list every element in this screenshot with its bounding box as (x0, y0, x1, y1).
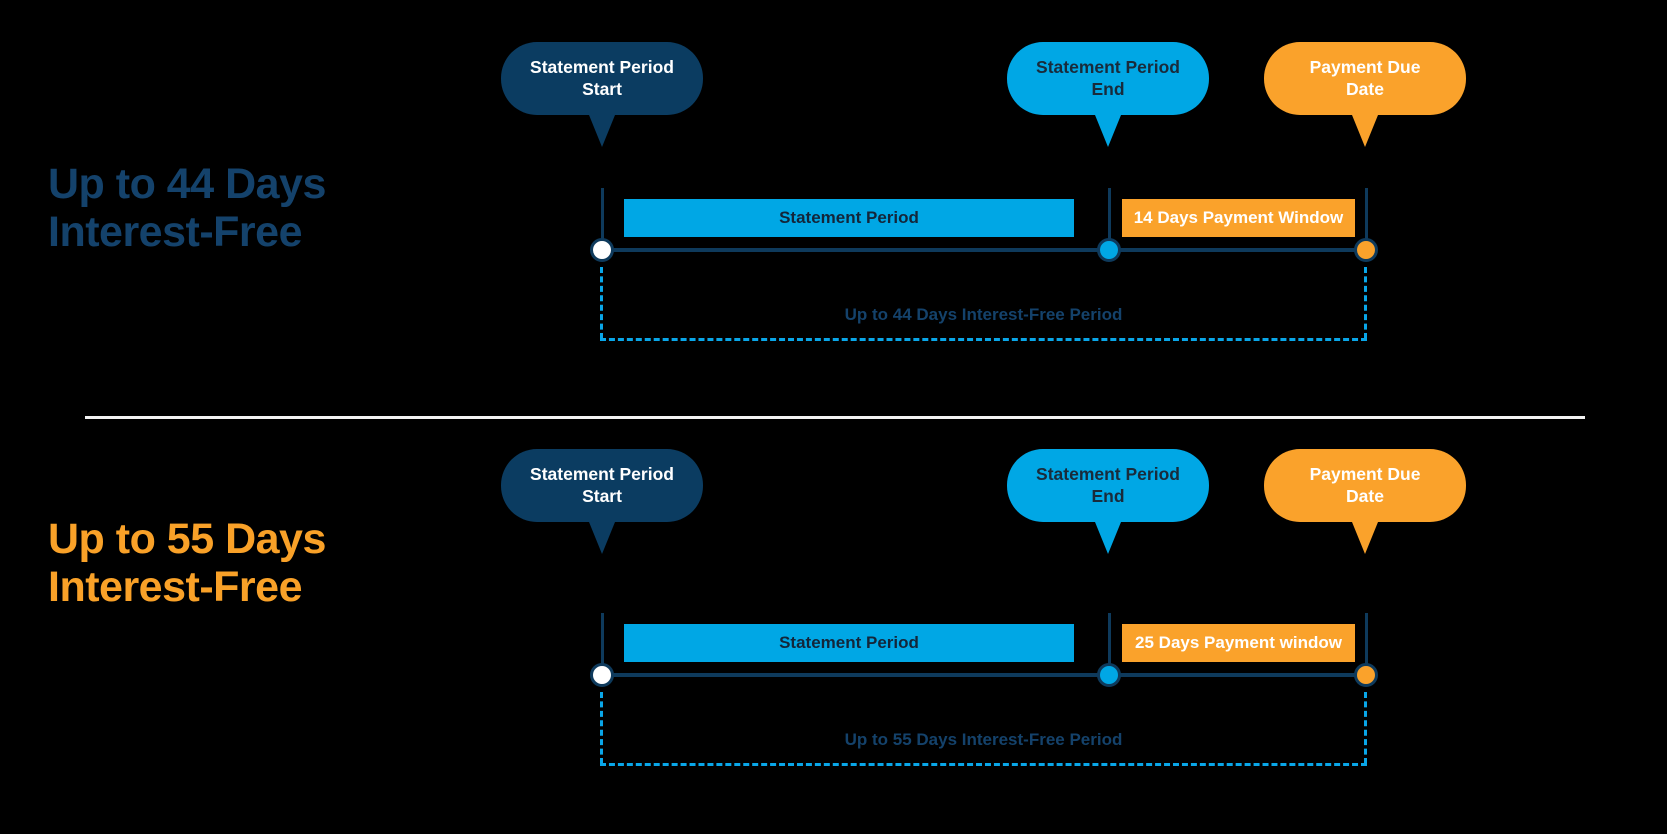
callout-label: Statement Period Start (530, 57, 674, 99)
callout-payment-due-date: Payment Due Date (1264, 42, 1466, 147)
bar-label: Statement Period (779, 633, 919, 652)
bar-label: Statement Period (779, 208, 919, 227)
payment-due-date-node (1354, 238, 1378, 262)
bar-payment-window: 14 Days Payment Window (1122, 199, 1355, 237)
heading-55-days: Up to 55 Days Interest-Free (48, 515, 326, 612)
callout-label: Statement Period Start (530, 464, 674, 506)
bracket-bottom-edge (600, 763, 1367, 766)
bracket-label-44-days: Up to 44 Days Interest-Free Period (844, 305, 1123, 324)
bracket-right-edge (1364, 692, 1367, 764)
statement-period-start-node (590, 663, 614, 687)
section-divider (85, 416, 1585, 419)
bar-label: 14 Days Payment Window (1133, 208, 1344, 227)
callout-payment-due-date: Payment Due Date (1264, 449, 1466, 554)
callout-statement-period-end: Statement Period End (1007, 449, 1209, 554)
tick-payment-due-date (1365, 188, 1368, 250)
callout-tail-icon (1095, 115, 1121, 147)
bar-statement-period: Statement Period (624, 199, 1074, 237)
timeline-axis (595, 248, 1372, 252)
payment-due-date-node (1354, 663, 1378, 687)
callout-tail-icon (1352, 522, 1378, 554)
tick-payment-due-date (1365, 613, 1368, 675)
statement-period-end-node (1097, 238, 1121, 262)
section-55-days: Up to 55 Days Interest-Free Statement Pe… (0, 417, 1667, 834)
timeline-axis (595, 673, 1372, 677)
callout-tail-icon (1352, 115, 1378, 147)
bar-label: 25 Days Payment window (1135, 633, 1342, 652)
callout-statement-period-start: Statement Period Start (501, 449, 703, 554)
callout-label: Payment Due Date (1309, 57, 1421, 99)
tick-statement-period-start (601, 613, 604, 675)
heading-44-days: Up to 44 Days Interest-Free (48, 160, 326, 257)
bar-payment-window: 25 Days Payment window (1122, 624, 1355, 662)
callout-statement-period-end: Statement Period End (1007, 42, 1209, 147)
callout-label: Statement Period End (1036, 57, 1180, 99)
bracket-right-edge (1364, 267, 1367, 339)
bar-statement-period: Statement Period (624, 624, 1074, 662)
callout-label: Payment Due Date (1309, 464, 1421, 506)
bracket-bottom-edge (600, 338, 1367, 341)
bracket-left-edge (600, 267, 603, 339)
bracket-label-55-days: Up to 55 Days Interest-Free Period (844, 730, 1123, 749)
callout-label: Statement Period End (1036, 464, 1180, 506)
callout-statement-period-start: Statement Period Start (501, 42, 703, 147)
callout-tail-icon (589, 115, 615, 147)
bracket-left-edge (600, 692, 603, 764)
callout-tail-icon (589, 522, 615, 554)
statement-period-end-node (1097, 663, 1121, 687)
tick-statement-period-end (1108, 613, 1111, 675)
statement-period-start-node (590, 238, 614, 262)
section-44-days: Up to 44 Days Interest-Free Statement Pe… (48, 42, 1466, 341)
tick-statement-period-start (601, 188, 604, 250)
callout-tail-icon (1095, 522, 1121, 554)
tick-statement-period-end (1108, 188, 1111, 250)
